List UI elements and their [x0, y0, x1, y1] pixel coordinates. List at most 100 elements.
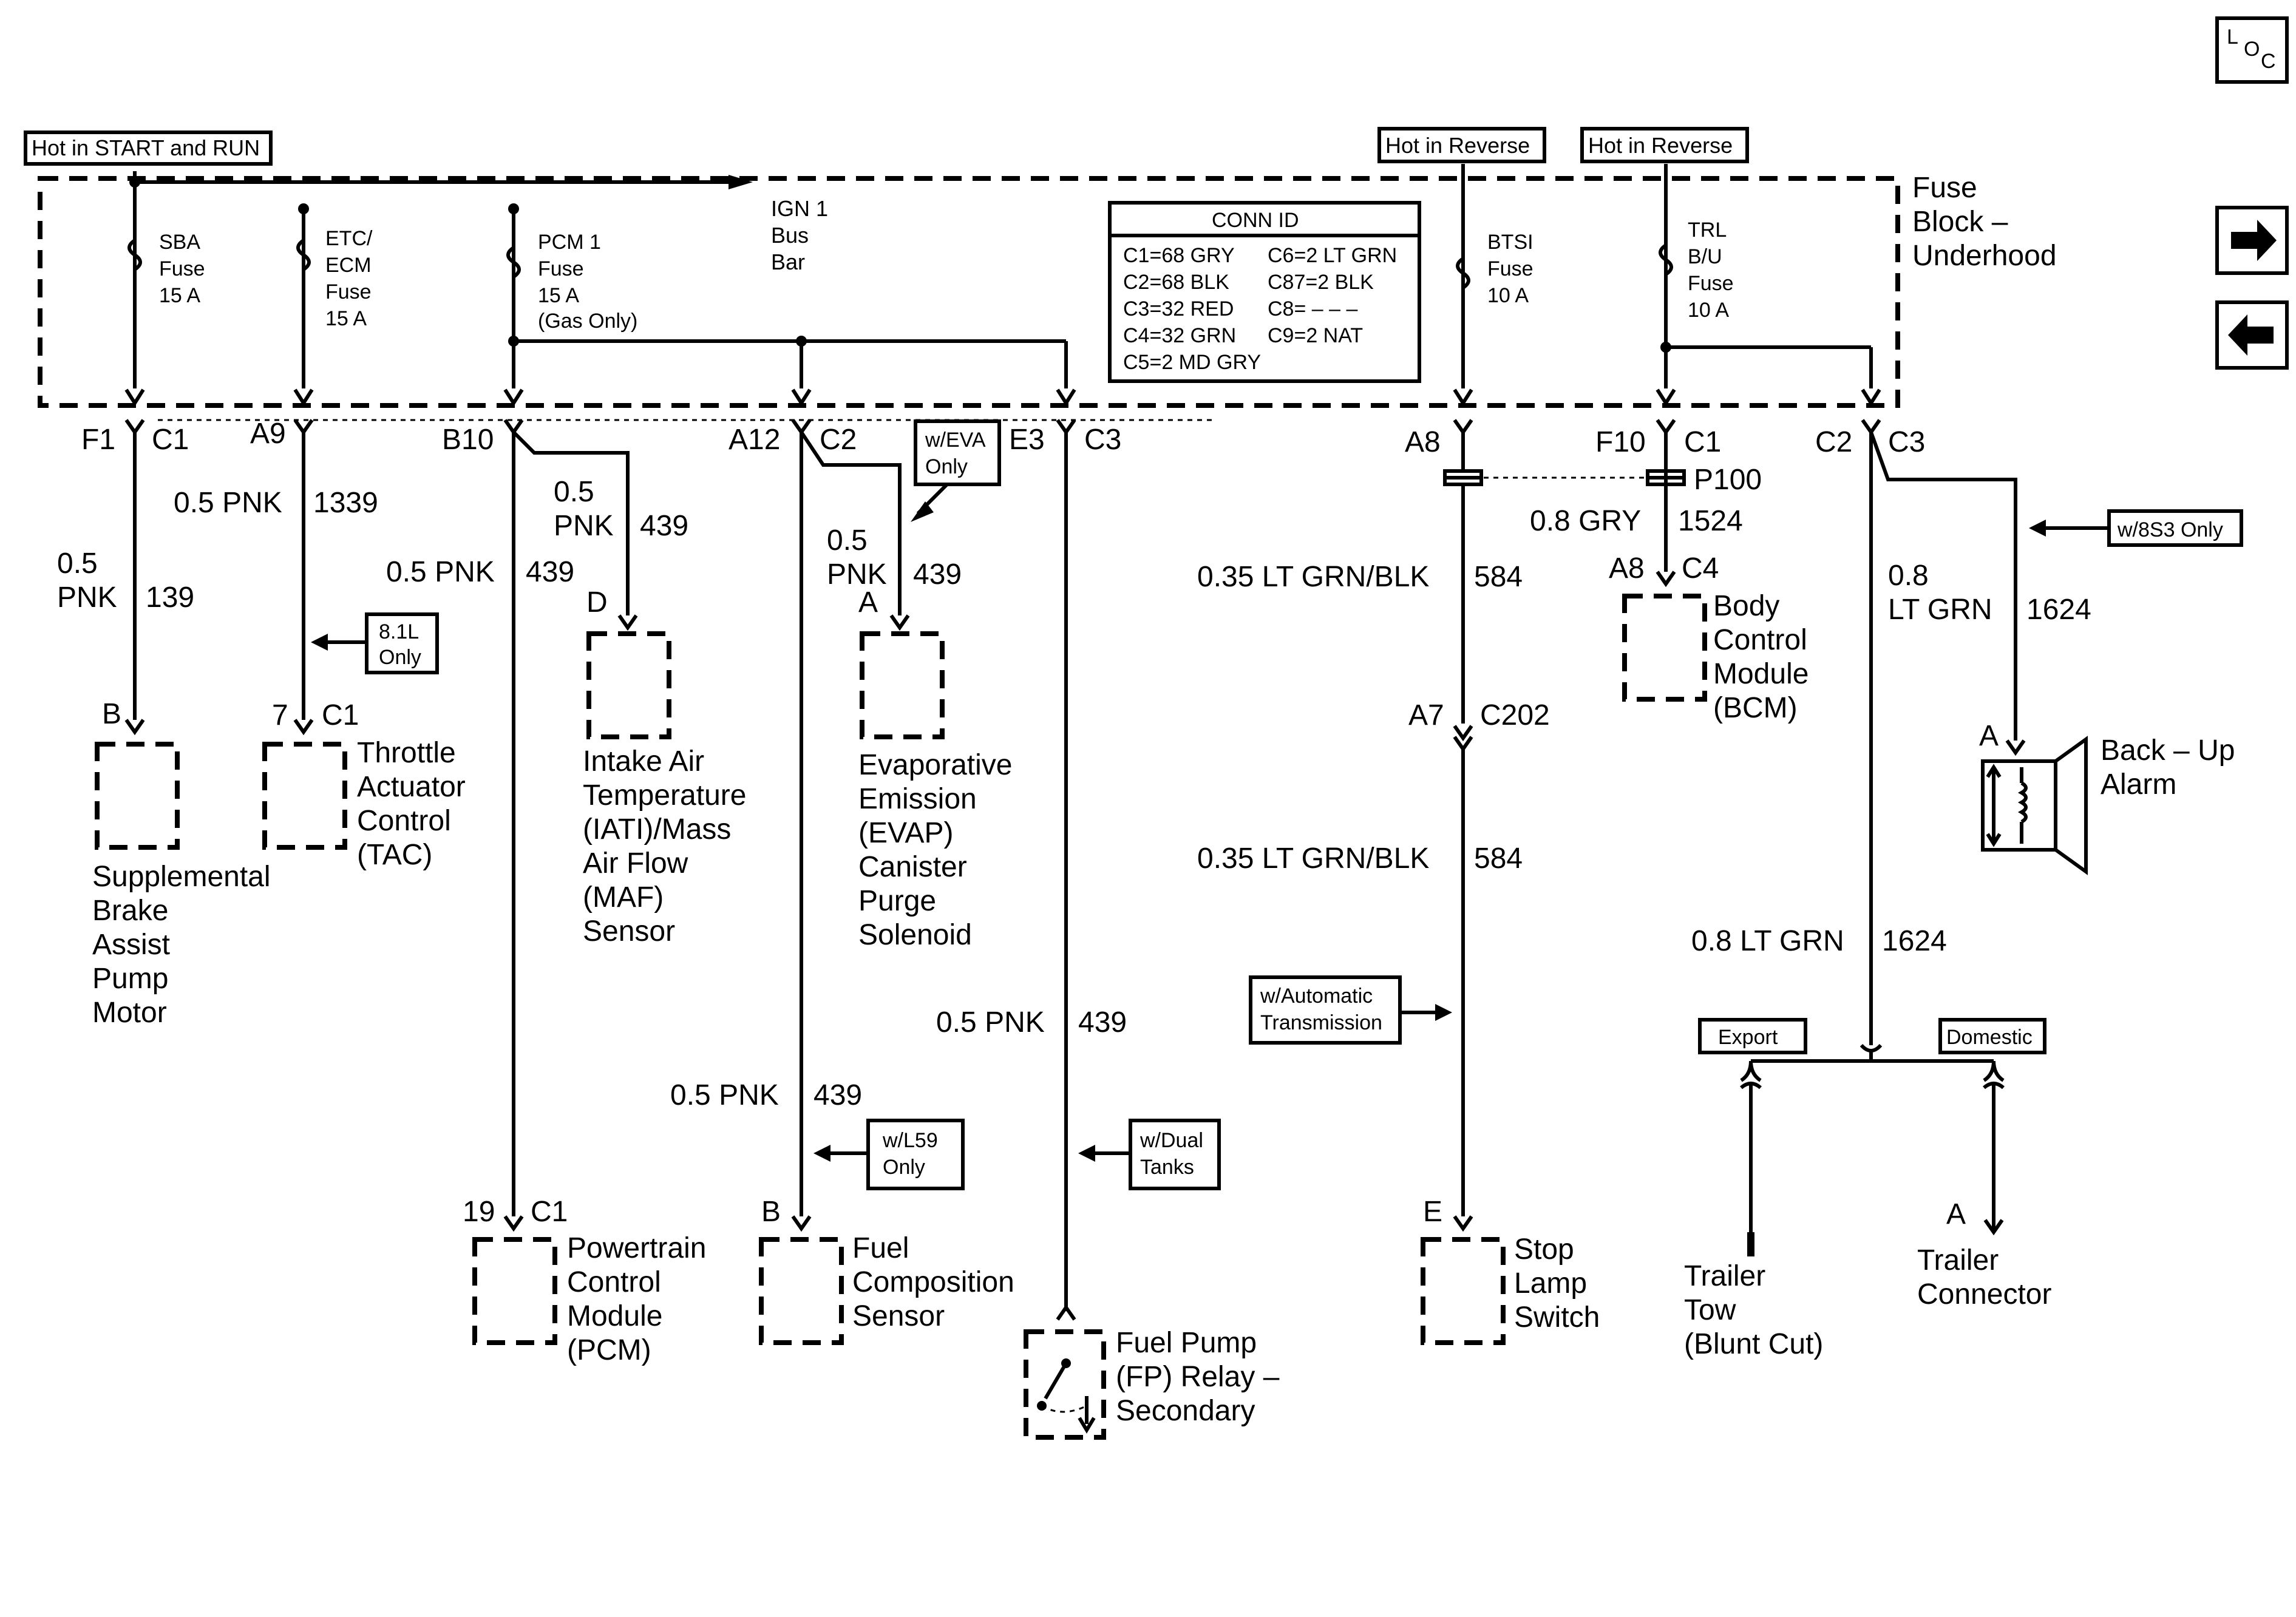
backup-alarm-label: Back – Up Alarm — [2101, 734, 2235, 801]
svg-text:w/L59: w/L59 — [882, 1129, 938, 1152]
etc-ecm-fuse-label: ETC/ ECM Fuse 15 A — [325, 227, 373, 330]
arrow-right-icon[interactable] — [2215, 206, 2289, 275]
wire-139-color: PNK — [57, 581, 117, 614]
stop-lamp-pin: E — [1423, 1196, 1442, 1228]
svg-text:B/U: B/U — [1688, 245, 1722, 268]
connector-c1-bcm: C1 — [1684, 426, 1721, 458]
svg-text:Purge: Purge — [858, 885, 936, 917]
svg-text:Sensor: Sensor — [583, 915, 675, 947]
svg-text:Supplemental: Supplemental — [92, 861, 271, 893]
option-w-8s3-only: w/8S3 Only — [2029, 509, 2243, 547]
svg-text:C6=2 LT GRN: C6=2 LT GRN — [1268, 244, 1397, 267]
svg-text:Tow: Tow — [1684, 1294, 1736, 1326]
pcm1-fuse-icon — [506, 246, 521, 279]
svg-text:Tanks: Tanks — [1140, 1156, 1194, 1179]
wire-139-circuit: 139 — [146, 581, 194, 614]
svg-text:10 A: 10 A — [1487, 284, 1529, 307]
svg-text:Only: Only — [883, 1156, 925, 1179]
connector-a8: A8 — [1405, 426, 1441, 458]
tac-label: Throttle Actuator Control (TAC) — [357, 737, 466, 871]
trailer-tow-blunt-cut-icon — [1747, 1232, 1754, 1256]
svg-text:Control: Control — [357, 805, 451, 837]
fuse-block-label: Fuse Block – Underhood — [1912, 172, 2057, 272]
pcm-connector: C1 — [531, 1196, 568, 1228]
svg-text:ETC/: ETC/ — [325, 227, 373, 250]
svg-text:(IATI)/Mass: (IATI)/Mass — [583, 813, 731, 846]
svg-text:Canister: Canister — [858, 851, 967, 883]
connector-a7: A7 — [1408, 699, 1444, 731]
loc-icon[interactable]: L O C — [2215, 16, 2289, 84]
trl-bu-fuse-label: TRL B/U Fuse 10 A — [1688, 219, 1734, 322]
connector-a12: A12 — [729, 424, 780, 456]
svg-text:8.1L: 8.1L — [379, 620, 419, 643]
connector-c1-sba: C1 — [152, 424, 189, 456]
connector-p100: P100 — [1694, 464, 1762, 496]
arrow-left-icon[interactable] — [2215, 300, 2289, 370]
wire-439c-color: PNK — [827, 558, 887, 591]
svg-text:Transmission: Transmission — [1260, 1011, 1382, 1034]
svg-text:Back – Up: Back – Up — [2101, 734, 2235, 767]
iat-pin: D — [586, 586, 608, 619]
pcm1-fuse-label: PCM 1 Fuse 15 A (Gas Only) — [538, 231, 637, 333]
svg-text:Underhood: Underhood — [1912, 240, 2057, 272]
svg-text:C2=68 BLK: C2=68 BLK — [1123, 271, 1229, 294]
fuse-block-outline — [38, 176, 1900, 408]
wire-139-size: 0.5 — [57, 547, 98, 580]
svg-text:C3=32 RED: C3=32 RED — [1123, 297, 1234, 320]
wire-439d-size: 0.5 PNK — [670, 1079, 779, 1111]
svg-text:Fuel: Fuel — [852, 1232, 909, 1264]
svg-text:(TAC): (TAC) — [357, 839, 432, 871]
svg-text:BTSI: BTSI — [1487, 231, 1533, 254]
wire-584a-circuit: 584 — [1474, 561, 1523, 593]
connector-c2-trl: C2 — [1815, 426, 1852, 458]
wire-1624b-circuit: 1624 — [1882, 925, 1947, 957]
svg-text:Domestic: Domestic — [1946, 1026, 2033, 1049]
connector-f10: F10 — [1595, 426, 1646, 458]
svg-text:Evaporative: Evaporative — [858, 749, 1012, 781]
tac-connector: C1 — [322, 699, 359, 731]
trailer-connector-label: Trailer Connector — [1917, 1244, 2051, 1310]
wire-1624a-circuit: 1624 — [2026, 594, 2091, 626]
sba-motor-label: Supplemental Brake Assist Pump Motor — [92, 861, 271, 1029]
fcs-outline — [759, 1237, 844, 1345]
svg-text:Bus: Bus — [771, 223, 809, 248]
wire-1339-size: 0.5 PNK — [174, 487, 282, 519]
ign1-bus-bar-label: IGN 1 Bus Bar — [771, 196, 828, 274]
trailer-connector-pin: A — [1946, 1198, 1966, 1230]
svg-text:Air Flow: Air Flow — [583, 847, 688, 880]
pcm-outline — [472, 1237, 557, 1345]
svg-text:Block –: Block – — [1912, 206, 2008, 238]
sba-motor-outline — [95, 742, 180, 850]
etc-ecm-fuse-icon — [296, 239, 311, 271]
wire-439a-circuit: 439 — [640, 510, 688, 542]
fp-relay-switch-icon — [1037, 1358, 1096, 1434]
stop-lamp-switch-outline — [1421, 1237, 1506, 1345]
svg-text:Hot in Reverse: Hot in Reverse — [1588, 133, 1733, 158]
option-w-dual-tanks: w/Dual Tanks — [1078, 1119, 1221, 1190]
wire-439c-size: 0.5 — [827, 524, 868, 557]
svg-text:Actuator: Actuator — [357, 771, 466, 803]
svg-text:w/8S3 Only: w/8S3 Only — [2117, 518, 2223, 541]
svg-text:C87=2 BLK: C87=2 BLK — [1268, 271, 1374, 294]
svg-text:Only: Only — [925, 455, 968, 478]
hot-reverse-label-2: Hot in Reverse — [1580, 127, 1749, 163]
svg-text:Switch: Switch — [1514, 1301, 1600, 1334]
pcm-label: Powertrain Control Module (PCM) — [567, 1232, 706, 1366]
loc-letter-l: L — [2227, 25, 2238, 49]
svg-text:Fuse: Fuse — [1688, 272, 1734, 295]
svg-text:PCM 1: PCM 1 — [538, 231, 601, 254]
wire-439d-circuit: 439 — [813, 1079, 862, 1111]
svg-text:Hot in START and RUN: Hot in START and RUN — [32, 135, 260, 160]
tac-pin: 7 — [272, 699, 288, 731]
wire-584b-size: 0.35 LT GRN/BLK — [1197, 842, 1429, 875]
svg-text:(MAF): (MAF) — [583, 881, 664, 914]
sba-fuse-icon — [127, 239, 142, 271]
wire-1624a-color: LT GRN — [1888, 594, 1992, 626]
svg-text:TRL: TRL — [1688, 219, 1727, 242]
stop-lamp-switch-label: Stop Lamp Switch — [1514, 1233, 1600, 1334]
svg-text:C4=32 GRN: C4=32 GRN — [1123, 324, 1236, 347]
fuel-composition-sensor-label: Fuel Composition Sensor — [852, 1232, 1014, 1332]
svg-text:(PCM): (PCM) — [567, 1334, 651, 1366]
svg-text:Export: Export — [1718, 1026, 1778, 1049]
